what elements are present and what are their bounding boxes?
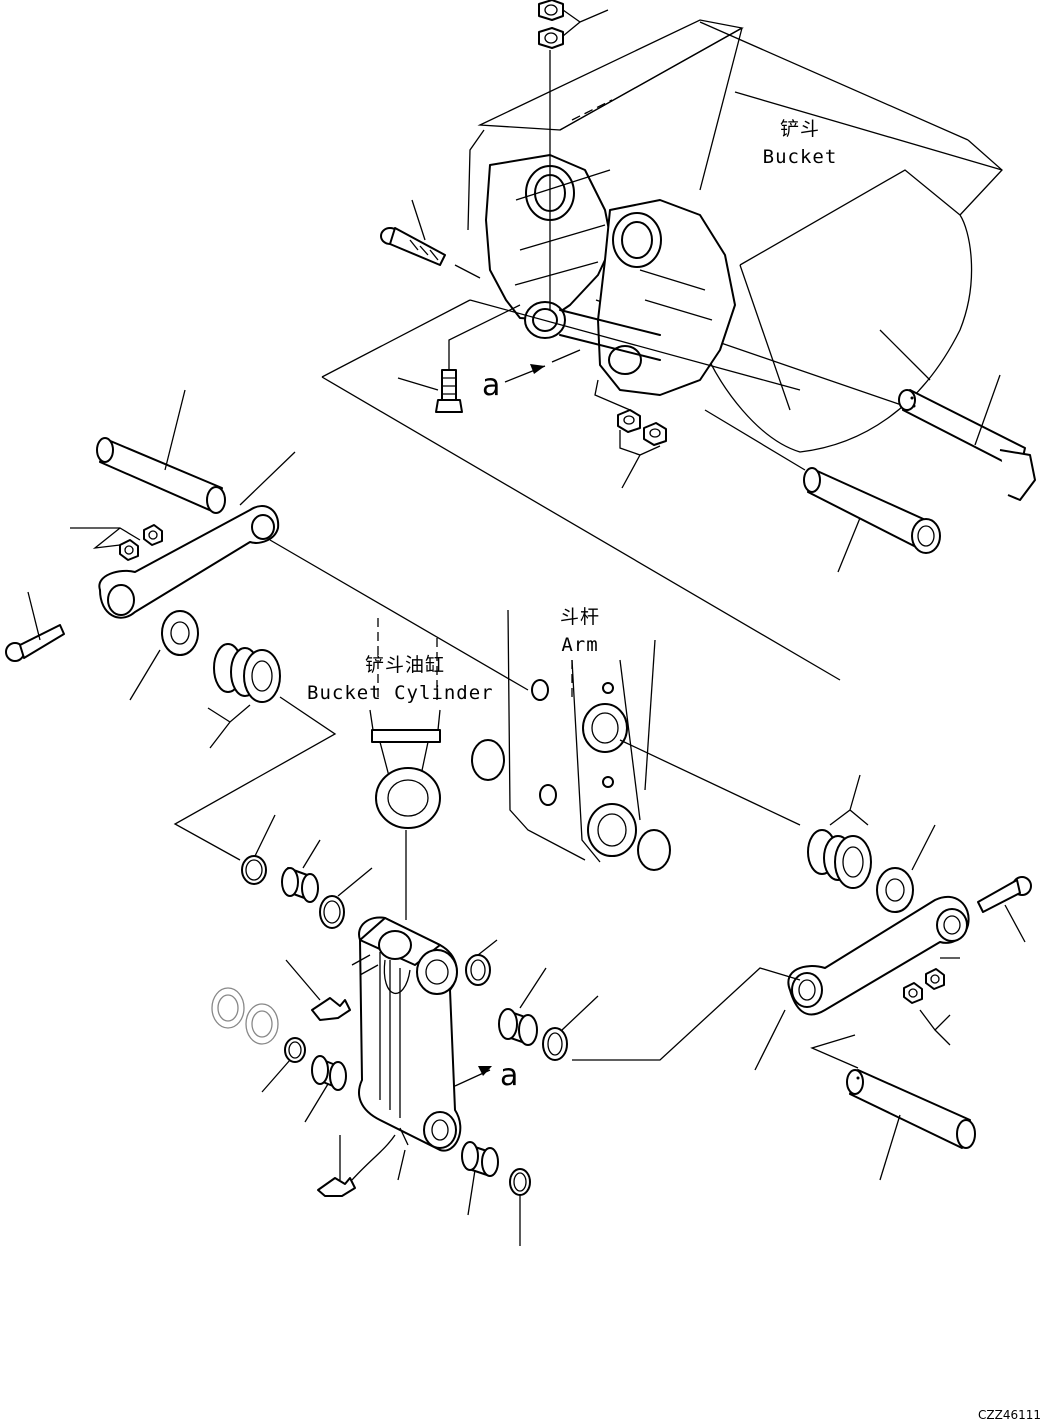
right-link-assembly (572, 774, 1032, 1181)
bucket-cylinder-label-cn: 铲斗油缸 (364, 654, 445, 676)
arm-assembly (471, 609, 801, 871)
right-washer (876, 824, 936, 913)
view-arrow-bottom (454, 1066, 492, 1087)
bucket-cylinder-label: Bucket Cylinder (307, 682, 494, 704)
right-link-bolt (977, 876, 1032, 943)
right-shims (807, 774, 872, 889)
left-link-pin (96, 389, 226, 514)
view-arrow-top (504, 349, 581, 383)
boss-nuts (594, 379, 667, 489)
bucket-outline (467, 19, 1003, 453)
left-link-nuts (70, 524, 163, 561)
grease-fittings (285, 959, 396, 1197)
bucket-label-cn: 铲斗 (779, 118, 820, 140)
left-bushings (211, 814, 373, 1123)
bucket-label: Bucket (762, 146, 838, 168)
right-bushings (461, 939, 599, 1246)
left-link-bolt (5, 591, 65, 662)
bucket-pin-right-lower (704, 409, 941, 573)
right-link-plate (572, 895, 970, 1071)
left-shims (207, 643, 281, 749)
h-link (351, 916, 462, 1181)
bucket-assembly (321, 0, 1036, 681)
left-link-plate (98, 451, 529, 691)
arm-label-cn: 斗杆 (559, 606, 600, 628)
right-link-nuts (903, 957, 960, 1046)
left-washer (129, 610, 199, 701)
view-arrow-bottom-label: a (500, 1058, 519, 1093)
bucket-bolts (380, 199, 521, 413)
left-link-assembly (5, 389, 529, 861)
bucket-cylinder-assembly (369, 618, 441, 920)
drawing-code: CZZ46111 (978, 1408, 1041, 1422)
view-arrow-top-label: a (482, 368, 501, 403)
arm-label: Arm (561, 634, 599, 656)
top-nuts (538, 0, 609, 310)
bucket-pin-bosses (485, 154, 736, 396)
bucket-pin-right-upper (898, 374, 1036, 501)
right-link-pin (810, 1034, 976, 1181)
